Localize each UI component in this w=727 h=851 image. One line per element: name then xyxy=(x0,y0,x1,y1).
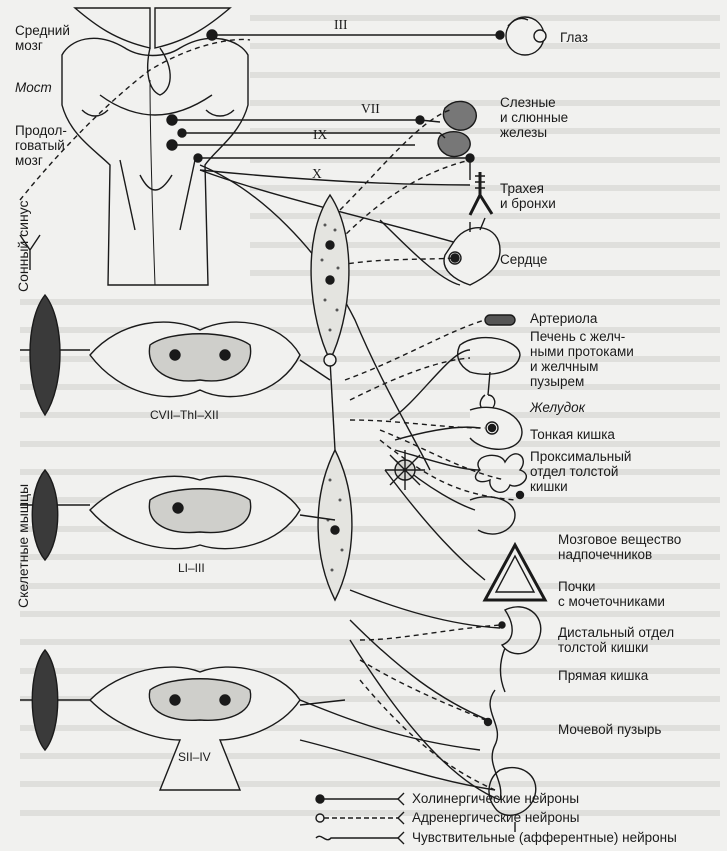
nerve-label-iii: III xyxy=(334,17,348,32)
legend-adrenergic: Адренергические нейроны xyxy=(412,810,580,825)
organ-label-adrenal-medulla: Мозговое вещество надпочечников xyxy=(558,532,681,562)
organ-label-distal-colon: Дистальный отдел толстой кишки xyxy=(558,625,674,655)
nerve-label-vii: VII xyxy=(361,101,380,116)
colon-rectum-icon xyxy=(485,690,501,800)
nerve-label-x: X xyxy=(312,166,322,181)
spinal-section-lumbar xyxy=(20,476,335,548)
brainstem xyxy=(62,8,248,285)
pons-label: Мост xyxy=(15,80,52,95)
glands-icon xyxy=(438,101,476,156)
heart-icon xyxy=(444,218,500,285)
segment-sacral-label: SII–IV xyxy=(178,750,211,765)
organ-label-trachea: Трахея и бронхи xyxy=(500,181,556,211)
small-intestine-icon xyxy=(475,454,526,492)
organ-label-bladder: Мочевой пузырь xyxy=(558,722,661,737)
eye-icon xyxy=(506,17,546,55)
nerve-label-ix: IX xyxy=(313,127,327,142)
organ-label-liver: Печень с желч- ными протоками и желчным … xyxy=(530,329,634,389)
organ-label-heart: Сердце xyxy=(500,252,547,267)
arteriole-icon xyxy=(485,315,515,325)
liver-icon xyxy=(458,338,520,411)
trachea-icon xyxy=(470,172,492,215)
legend-sensory: Чувствительные (афферентные) нейроны xyxy=(412,830,677,845)
organ-label-glands: Слезные и слюнные железы xyxy=(500,95,568,140)
skeletal-muscles-label: Скелетные мышцы xyxy=(15,484,31,608)
segment-lumbar-label: LI–III xyxy=(178,561,205,576)
adrenal-medulla-icon xyxy=(485,545,545,600)
spinal-section-cervical xyxy=(20,322,330,397)
segment-cervical-label: CVII–ThI–XII xyxy=(150,408,219,423)
organ-label-eye: Глаз xyxy=(560,30,588,45)
legend-cholinergic: Холинергические нейроны xyxy=(412,791,579,806)
organ-label-stomach: Желудок xyxy=(530,400,585,415)
kidneys-icon xyxy=(499,607,541,692)
organ-label-small-intestine: Тонкая кишка xyxy=(530,427,615,442)
legend-symbols xyxy=(316,793,404,844)
midbrain-label: Средний мозг xyxy=(15,23,70,53)
carotid-sinus-label: Сонный синус xyxy=(15,200,31,292)
organ-label-arteriole: Артериола xyxy=(530,311,597,326)
medulla-label: Продол- говатый мозг xyxy=(15,123,67,168)
spinal-section-sacral xyxy=(20,667,345,790)
sympathetic-chain xyxy=(311,195,425,600)
organ-label-rectum: Прямая кишка xyxy=(558,668,648,683)
organ-label-kidneys: Почки с мочеточниками xyxy=(558,579,665,609)
skeletal-muscle-icons xyxy=(30,295,60,750)
proximal-colon-icon xyxy=(470,492,524,535)
organ-label-proximal-colon: Проксимальный отдел толстой кишки xyxy=(530,449,631,494)
